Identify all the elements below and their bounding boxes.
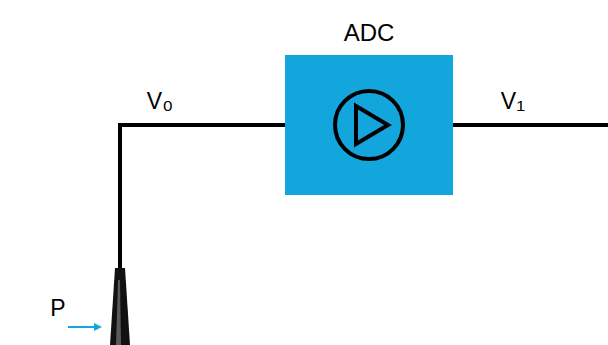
signal-label: V₁	[501, 87, 525, 113]
probe-body	[110, 268, 130, 345]
input-wire	[120, 125, 285, 272]
pressure-label: P	[50, 297, 65, 320]
pressure-arrowhead	[94, 323, 102, 331]
adc-box: ADC	[285, 55, 453, 195]
pressure-arrow	[68, 326, 96, 328]
box-heading: ADC	[344, 21, 395, 45]
probe-highlight	[116, 280, 121, 345]
output-wire	[453, 123, 608, 127]
signal-label: V₀	[147, 87, 173, 113]
